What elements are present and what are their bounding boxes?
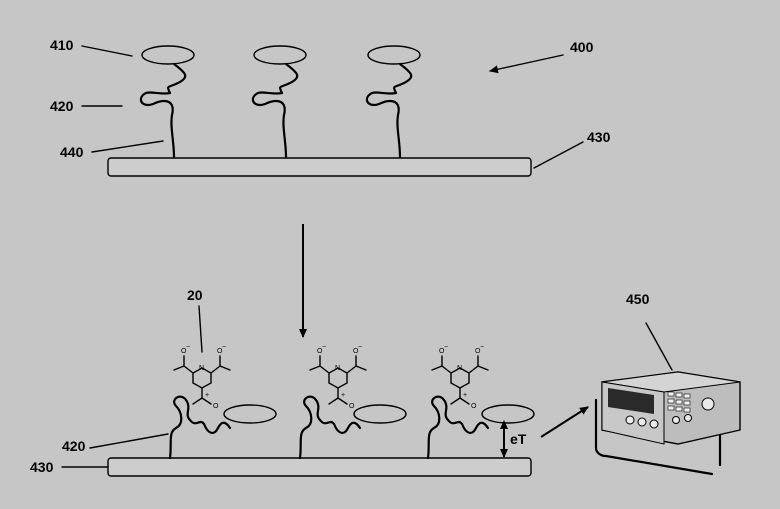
- leader-20: [198, 305, 203, 353]
- ref-450: 450: [626, 291, 650, 307]
- svg-text:N: N: [457, 365, 462, 372]
- svg-text:O: O: [353, 348, 359, 355]
- electrochemical-analyzer-icon: 450: [594, 291, 741, 476]
- aptamer-probe-1: [139, 44, 196, 159]
- electrode-surface-top: [107, 157, 532, 177]
- ref-420-top: 420: [50, 98, 74, 114]
- svg-text:N: N: [199, 365, 204, 372]
- svg-text:−: −: [186, 344, 190, 351]
- instrument-display: [608, 388, 654, 414]
- signal-arrow: [540, 406, 589, 438]
- svg-text:O: O: [471, 403, 477, 410]
- svg-text:O: O: [349, 403, 355, 410]
- aptamer-probe-2: [251, 44, 308, 159]
- svg-text:+: +: [205, 392, 209, 399]
- ref-20: 20: [187, 287, 203, 303]
- explosive-molecule-1: N O − O − + O: [173, 344, 231, 410]
- svg-text:+: +: [463, 392, 467, 399]
- ref-400: 400: [570, 39, 594, 55]
- aptamer-probe-3: [365, 44, 422, 159]
- svg-text:O: O: [475, 348, 481, 355]
- leader-440: [91, 140, 164, 153]
- svg-text:−: −: [358, 344, 362, 351]
- unbound-sensor-panel: 410 420 440 400 430: [50, 37, 611, 177]
- svg-text:O: O: [213, 403, 219, 410]
- arrow-400: [489, 54, 564, 74]
- svg-text:N: N: [335, 365, 340, 372]
- svg-text:O: O: [181, 348, 187, 355]
- instrument-knob: [701, 397, 715, 411]
- electron-transfer-label: eT: [510, 431, 527, 447]
- instrument-keypad: [667, 391, 691, 413]
- svg-text:O: O: [317, 348, 323, 355]
- ref-440: 440: [60, 144, 84, 160]
- instrument-terminals: [625, 414, 692, 429]
- explosive-molecule-3: N O − O − + O: [431, 344, 489, 410]
- leader-430-top: [533, 141, 584, 169]
- svg-text:O: O: [217, 348, 223, 355]
- ref-420-bottom: 420: [62, 438, 86, 454]
- leader-410: [81, 45, 133, 57]
- ref-410: 410: [50, 37, 74, 53]
- electrode-surface-bottom: [107, 457, 532, 477]
- ref-430-top: 430: [587, 129, 611, 145]
- svg-text:−: −: [480, 344, 484, 351]
- svg-text:−: −: [222, 344, 226, 351]
- svg-text:O: O: [439, 348, 445, 355]
- bound-probe-3: [426, 395, 536, 460]
- svg-text:+: +: [341, 392, 345, 399]
- explosive-molecule-2: N O − O − + O: [309, 344, 367, 410]
- svg-text:−: −: [444, 344, 448, 351]
- ref-430-bottom: 430: [30, 459, 54, 475]
- svg-text:−: −: [322, 344, 326, 351]
- bound-sensor-panel: N O − O − + O N O − O − + O N O − O − + …: [30, 287, 589, 477]
- bound-probe-1: [168, 395, 278, 460]
- leader-420-bottom: [89, 433, 169, 449]
